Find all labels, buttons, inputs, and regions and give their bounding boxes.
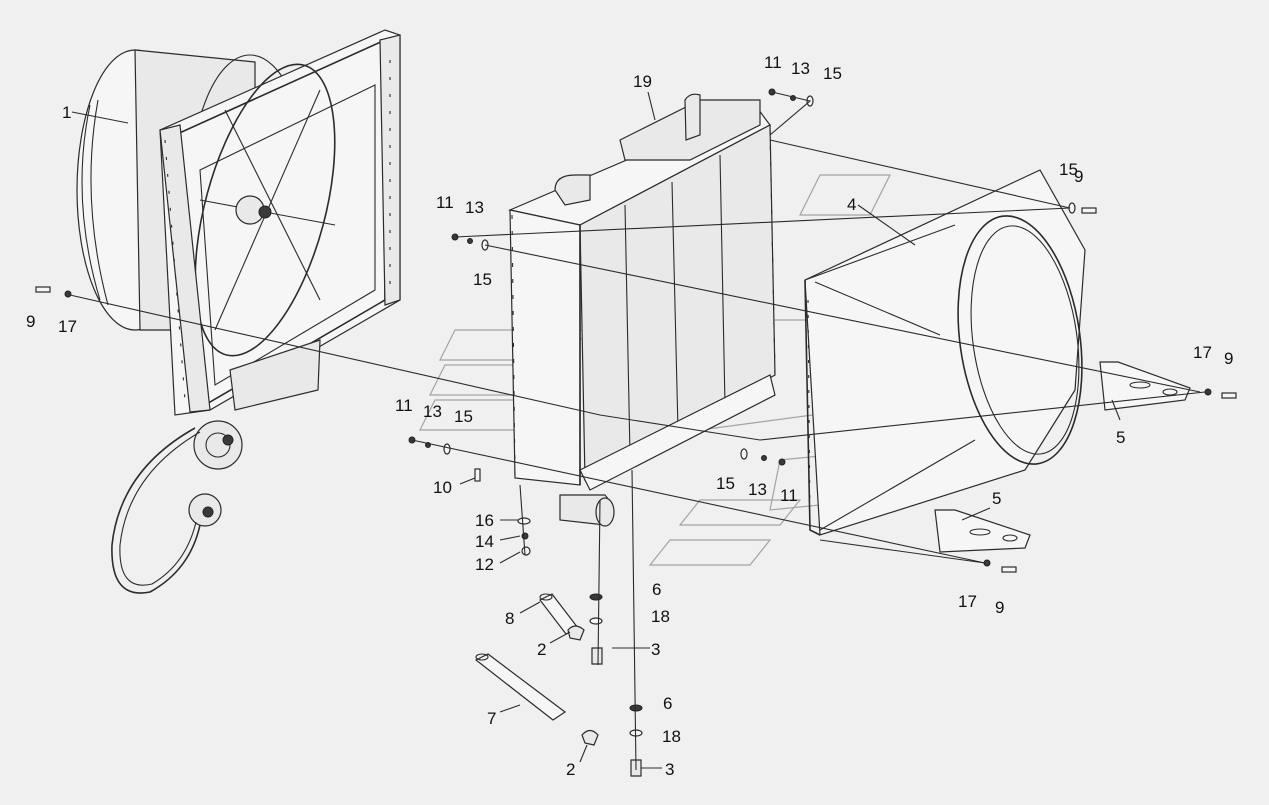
callout-15: 15 [454,407,473,426]
callout-15: 15 [1059,160,1078,179]
callout-labels: 1 19 4 11 13 15 15 9 11 13 15 9 17 17 9 … [26,53,1233,779]
callout-13: 13 [791,59,810,78]
fan-frame-assembly [76,29,401,594]
callout-15: 15 [716,474,735,493]
hose-7 [474,653,567,721]
callout-13: 13 [423,402,442,421]
assembly-lines [69,91,1206,771]
callout-9: 9 [1224,349,1233,368]
callout-6: 6 [652,580,661,599]
callout-9: 9 [26,312,35,331]
callout-5: 5 [992,489,1001,508]
callout-8: 8 [505,609,514,628]
callout-11: 11 [395,396,413,415]
shroud-assembly [804,169,1086,536]
callout-12: 12 [475,555,494,574]
leader-lines [71,91,1121,769]
callout-3: 3 [665,760,674,779]
callout-17: 17 [1193,343,1212,362]
callout-10: 10 [433,478,452,497]
callout-2: 2 [537,640,546,659]
radiator-assembly [508,93,776,527]
callout-9: 9 [1074,167,1083,186]
callout-17: 17 [958,592,977,611]
callout-11: 11 [780,486,798,505]
callout-6: 6 [663,694,672,713]
callout-13: 13 [465,198,484,217]
callout-15: 15 [823,64,842,83]
callout-11: 11 [436,193,454,212]
callout-17: 17 [58,317,77,336]
callout-13: 13 [748,480,767,499]
callout-18: 18 [651,607,670,626]
callout-2: 2 [566,760,575,779]
bracket-lower [934,509,1031,553]
callout-4: 4 [847,195,856,214]
callout-14: 14 [475,532,494,551]
callout-18: 18 [662,727,681,746]
callout-11: 11 [764,53,782,72]
callout-1: 1 [62,103,71,122]
callout-16: 16 [475,511,494,530]
callout-9: 9 [995,598,1004,617]
callout-5: 5 [1116,428,1125,447]
callout-3: 3 [651,640,660,659]
callout-7: 7 [487,709,496,728]
callout-19: 19 [633,72,652,91]
callout-15: 15 [473,270,492,289]
